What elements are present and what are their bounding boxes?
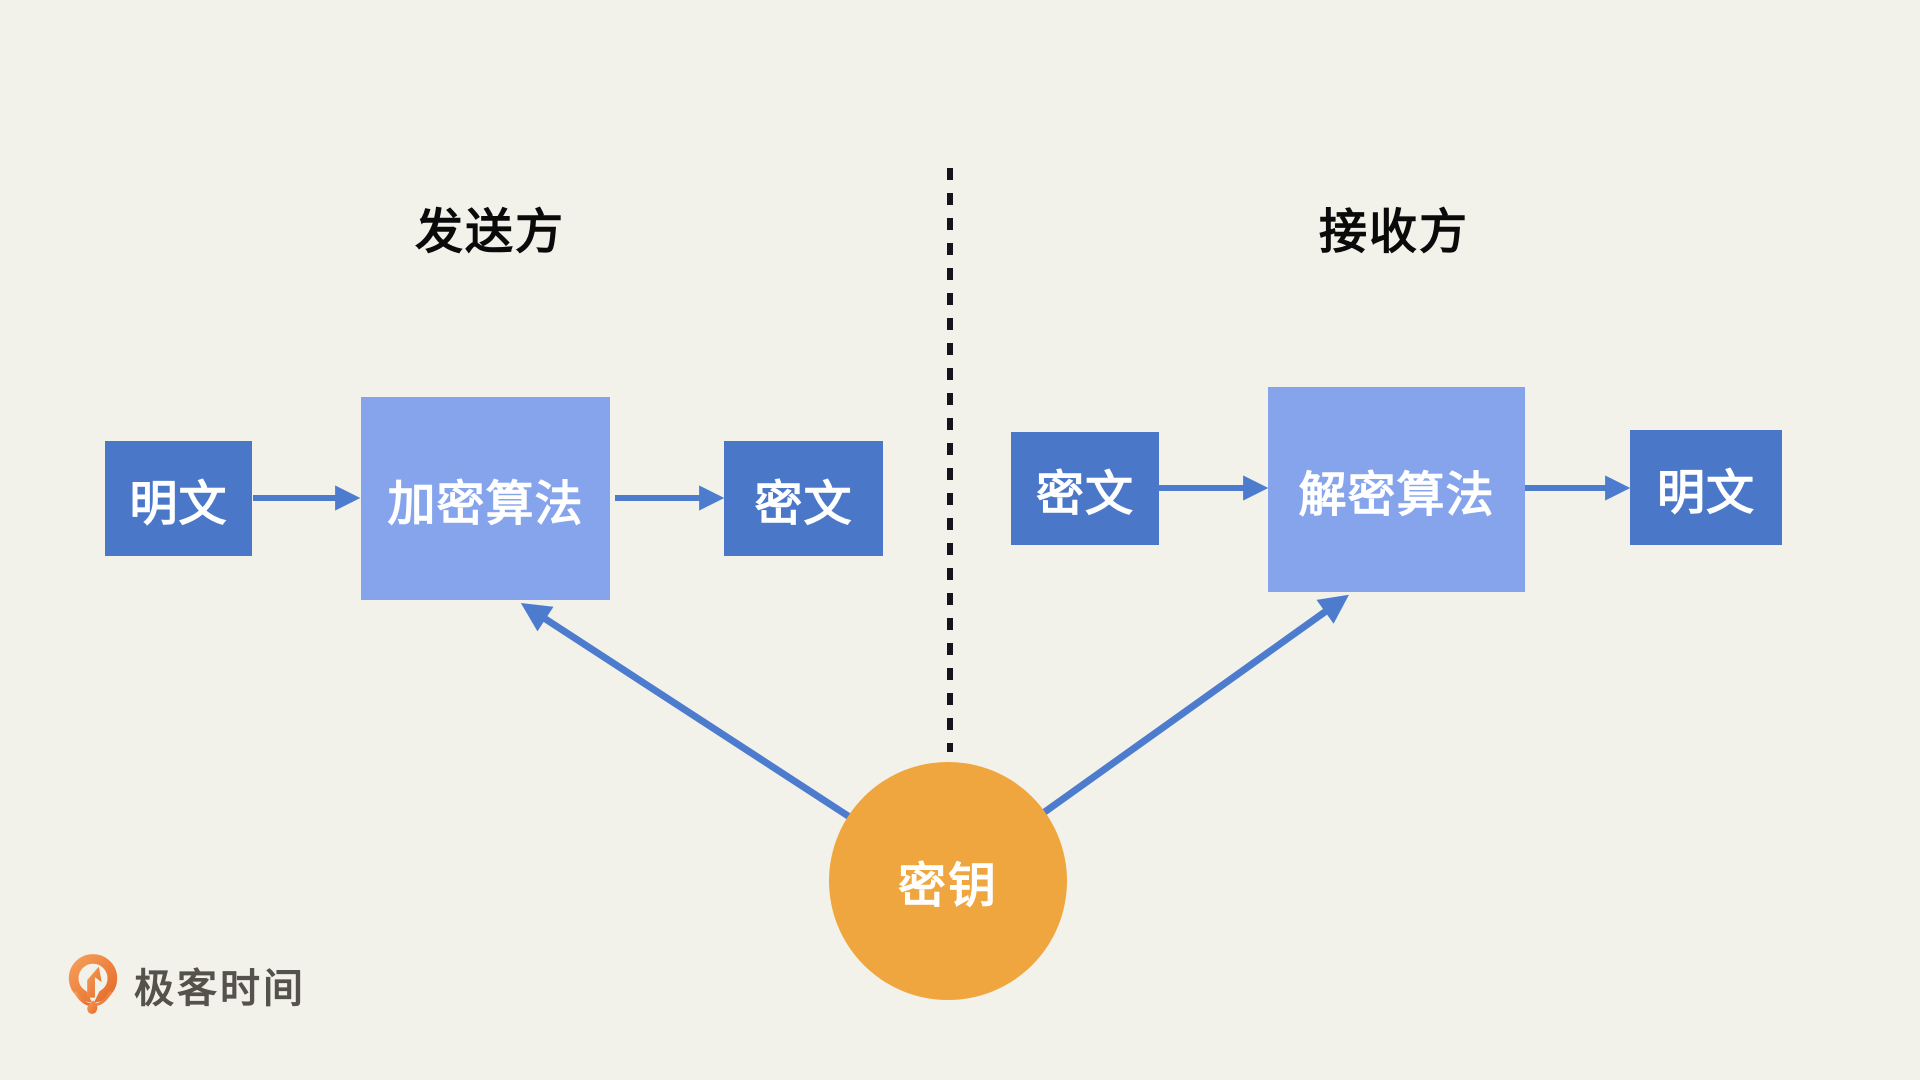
node-encryption-algorithm: 加密算法	[361, 397, 610, 600]
node-decryption-algorithm: 解密算法	[1268, 387, 1525, 592]
receiver-title: 接收方	[1318, 206, 1469, 259]
node-plaintext-sender: 明文	[105, 441, 252, 556]
brand-name: 极客时间	[134, 967, 306, 1011]
node-key: 密钥	[829, 762, 1067, 1000]
node-ciphertext-receiver: 密文	[1011, 432, 1159, 545]
geektime-pin-icon	[68, 954, 118, 1014]
brand-logo: 极客时间	[64, 952, 306, 1018]
node-plaintext-receiver: 明文	[1630, 430, 1782, 545]
sender-title: 发送方	[414, 206, 565, 259]
node-ciphertext-sender: 密文	[724, 441, 883, 556]
